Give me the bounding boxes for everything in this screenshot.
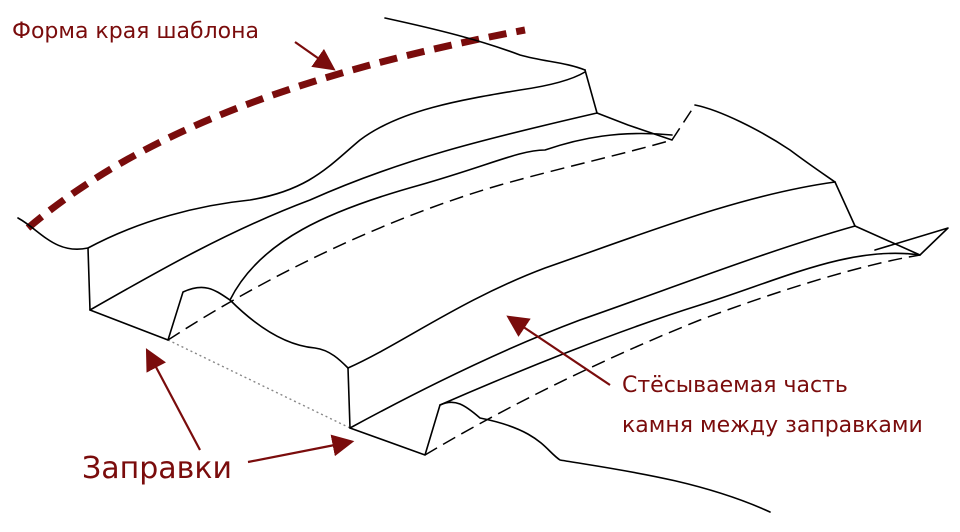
removed-part-label-line1: Стёсываемая часть (622, 373, 848, 398)
removed-part-label-line2: камня между заправками (622, 413, 923, 438)
far-notch-right (596, 112, 673, 141)
template-edge-curve (25, 26, 526, 231)
right-notch (854, 225, 949, 256)
left-block-front (87, 247, 169, 341)
far-edge-vertical (584, 69, 598, 114)
draft-dotted-line (167, 339, 351, 429)
template-edge-arrow (294, 41, 336, 71)
template-edge-label: Форма края шаблона (12, 19, 259, 44)
far-ridge-top (694, 104, 836, 183)
draft-arrow-right (247, 434, 355, 464)
right-block-front (347, 367, 771, 513)
far-notch-dashed (671, 104, 696, 141)
draft-arrow-up (145, 348, 201, 451)
ridge-one-top (89, 112, 598, 311)
right-ridge-line (439, 252, 921, 406)
drafts-label: Заправки (82, 451, 232, 486)
far-ridge-vertical (834, 181, 856, 227)
middle-surface-top (347, 181, 836, 369)
ridge-one-dashed (167, 139, 673, 341)
far-top-line (384, 17, 586, 71)
ridge-one-lower (167, 132, 673, 341)
removed-part-arrow (506, 315, 611, 386)
middle-surface-lower (349, 225, 856, 429)
middle-surface-wave (229, 299, 349, 369)
middle-surface-dashed (424, 254, 921, 456)
